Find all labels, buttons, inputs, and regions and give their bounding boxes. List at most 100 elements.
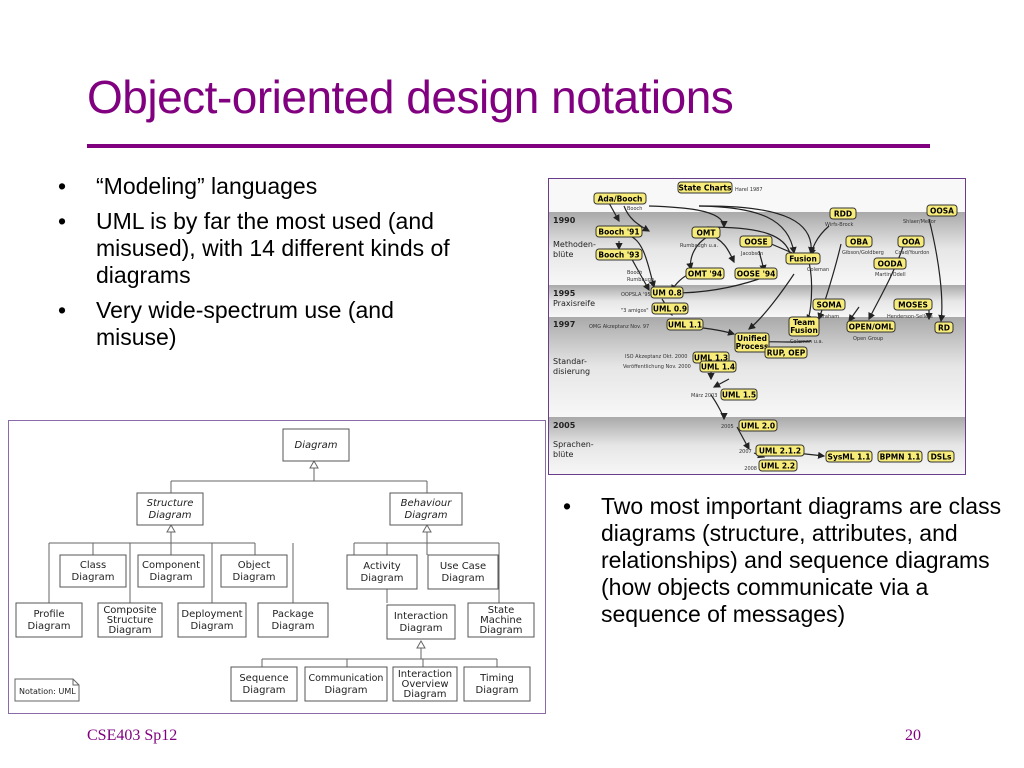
timeline-node-label: BPMN 1.1	[880, 453, 921, 462]
slide-title: Object-oriented design notations	[87, 71, 734, 123]
timeline-node	[825, 450, 873, 463]
timeline-node	[812, 298, 846, 311]
timeline-note: Graham	[819, 314, 839, 320]
timeline-node-label: OMT '94	[688, 270, 722, 279]
timeline-node-label: RDD	[834, 210, 852, 219]
era-label: Methoden-	[553, 240, 596, 249]
timeline-node	[595, 225, 643, 238]
era-label: Sprachen-	[553, 440, 594, 449]
timeline-note: Booch	[627, 206, 642, 212]
timeline-node	[927, 450, 955, 463]
timeline-node	[893, 298, 933, 311]
timeline-note: "3 amigos"	[621, 308, 649, 314]
timeline-node	[734, 267, 778, 280]
uml-box-label: Sequence	[239, 673, 288, 684]
uml-box-label: Diagram	[476, 685, 519, 696]
timeline-note: Shlaer/Mellor	[903, 219, 937, 225]
timeline-node-label: Fusion	[789, 255, 817, 264]
uml-box-label: Overview	[401, 679, 448, 690]
uml-box-label: Diagram	[442, 573, 485, 584]
era-year: 1990	[553, 216, 576, 225]
timeline-node-label: Booch '91	[598, 228, 639, 237]
timeline-node	[934, 321, 954, 334]
uml-box-communication	[304, 666, 388, 702]
timeline-node-label: RD	[938, 324, 950, 333]
timeline-node	[788, 316, 820, 337]
uml-box-label: Package	[272, 609, 313, 620]
timeline-note: Coad/Yourdon	[895, 250, 929, 256]
uml-diagram-taxonomy: Diagram Structure Diagram Behaviour Diag…	[8, 420, 546, 714]
bullet-item: •Very wide-spectrum use (and misuse)	[58, 297, 478, 351]
timeline-node	[720, 388, 758, 401]
timeline-note: Coleman	[807, 267, 829, 273]
timeline-node-label: MOSES	[898, 301, 928, 310]
timeline-note: Rumbaugh u.a.	[680, 243, 718, 249]
uml-box-timing	[463, 666, 531, 702]
bullet-text: “Modeling” languages	[96, 173, 318, 199]
era-label: Praxisreife	[553, 299, 595, 308]
timeline-node-label: UML 2.0	[741, 422, 775, 431]
timeline-node	[699, 360, 737, 373]
era-year: 1997	[553, 320, 575, 329]
uml-box-state-machine	[467, 602, 535, 638]
uml-box-label: Profile	[33, 609, 64, 620]
uml-box-label: Diagram	[28, 621, 71, 632]
notation-note-icon: Notation: UML	[14, 678, 80, 702]
notation-label: Notation: UML	[19, 687, 76, 696]
era-label: blüte	[553, 450, 574, 459]
timeline-node-label: UML 0.9	[653, 305, 687, 314]
right-bullet-list: • Two most important diagrams are class d…	[563, 493, 1003, 636]
uml-box-label: Component	[142, 560, 200, 571]
footer-course: CSE403 Sp12	[87, 727, 178, 744]
uml-box-label: Diagram	[405, 510, 448, 521]
bullet-dot: •	[563, 493, 572, 519]
uml-box-deployment	[177, 602, 247, 638]
timeline-node	[877, 450, 923, 463]
page-number: 20	[905, 727, 921, 744]
uml-box-structure	[136, 492, 204, 526]
timeline-note: Open Group	[853, 336, 883, 342]
uml-box-label: Diagram	[233, 572, 276, 583]
uml-box-label: Composite	[103, 605, 156, 616]
uml-box-label: Object	[238, 560, 271, 571]
uml-box-label: Diagram	[404, 689, 447, 700]
timeline-node-label: UML 1.5	[722, 391, 756, 400]
uml-box-class	[59, 554, 127, 588]
uml-box-label: Diagram	[295, 440, 338, 451]
uml-box-label: Diagram	[480, 625, 523, 636]
uml-box-label: Communication	[309, 673, 384, 684]
uml-box-label: Diagram	[325, 685, 368, 696]
timeline-node-label: DSLs	[931, 453, 952, 462]
timeline-node-label: UML 1.1	[668, 321, 702, 330]
uml-box-package	[257, 602, 329, 638]
timeline-node	[738, 419, 778, 432]
bullet-dot: •	[58, 173, 67, 199]
bullet-text: Two most important diagrams are class di…	[601, 493, 1002, 627]
timeline-node-label: Fusion	[790, 326, 818, 335]
timeline-node	[926, 204, 958, 217]
uml-box-label: Diagram	[72, 572, 115, 583]
timeline-node	[651, 302, 689, 315]
uml-box-label: Structure	[107, 615, 154, 626]
era-band	[549, 317, 965, 417]
uml-box-component	[137, 554, 205, 588]
timeline-node-label: Unified	[737, 334, 767, 343]
timeline-node	[734, 332, 770, 353]
uml-box-object	[220, 554, 288, 588]
timeline-node	[685, 267, 725, 280]
timeline-note: Martin/Odell	[875, 272, 906, 278]
timeline-note: Jacobson	[740, 251, 763, 257]
timeline-node-label: UML 2.1.2	[759, 447, 801, 456]
timeline-node-label: OOSE	[744, 238, 767, 247]
uml-box-use-case	[427, 554, 499, 590]
timeline-node	[593, 192, 647, 205]
timeline-node-label: OOSA	[930, 207, 954, 216]
timeline-note: 2005	[721, 424, 734, 430]
uml-box-label: Class	[80, 560, 106, 571]
bullet-text: Very wide-spectrum use (and misuse)	[96, 297, 394, 350]
uml-box-composite-structure	[97, 602, 163, 638]
left-bullet-list: •“Modeling” languages •UML is by far the…	[58, 173, 478, 359]
uml-box-label: Use Case	[440, 561, 486, 572]
timeline-node-label: Process	[736, 342, 769, 351]
timeline-node	[739, 235, 773, 248]
